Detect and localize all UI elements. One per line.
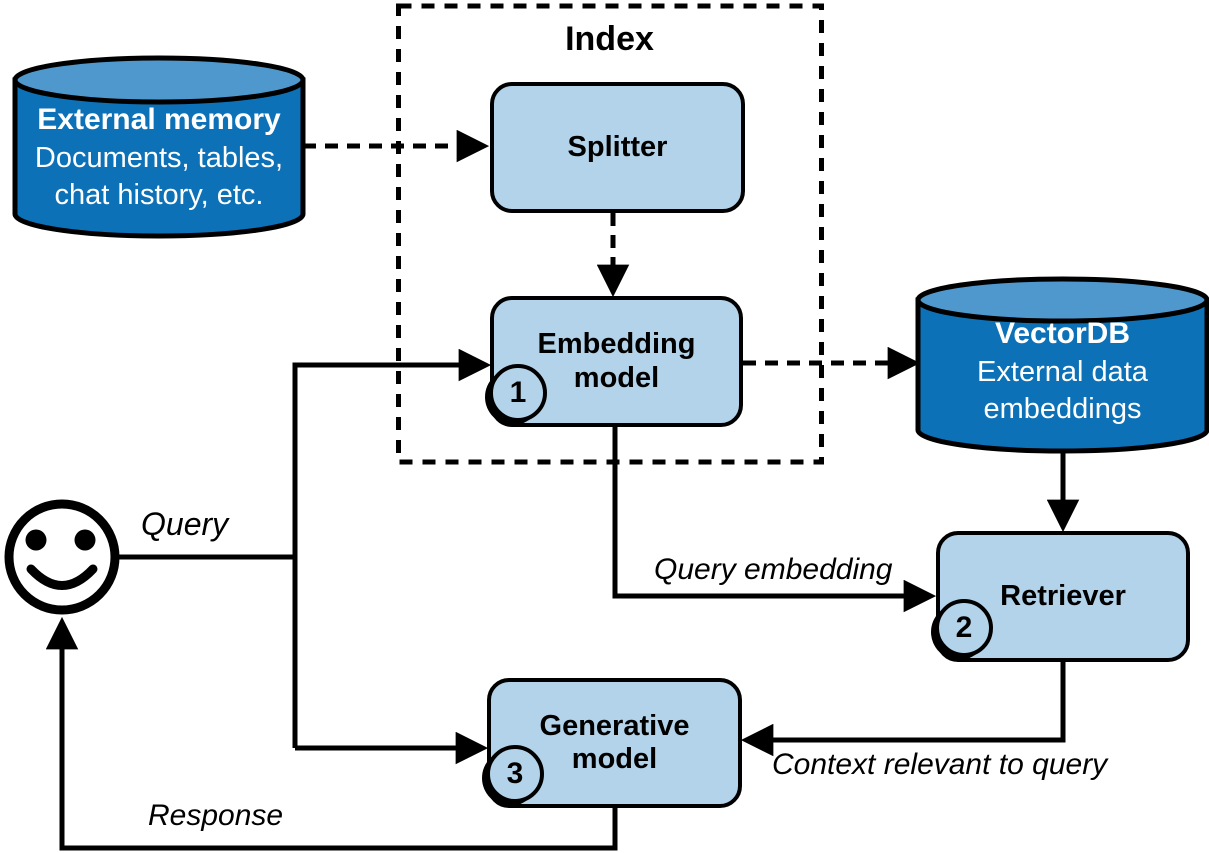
edge-response-to-user — [45, 616, 618, 851]
vectordb-subtitle-2: embeddings — [983, 393, 1142, 425]
vectordb-title: VectorDB — [994, 317, 1131, 350]
splitter-node: Splitter — [490, 82, 745, 213]
query-edge-label: Query — [141, 506, 229, 542]
smiley-user-icon — [4, 499, 120, 615]
vectordb-text: VectorDB External data embeddings — [918, 314, 1207, 428]
vectordb-cylinder-top — [915, 276, 1209, 324]
vectordb-cylinder-body — [915, 297, 1209, 454]
edge-query-embedding-to-retriever — [612, 426, 937, 613]
response-edge-label: Response — [148, 799, 284, 832]
external-memory-subtitle-2: chat history, etc. — [54, 179, 264, 211]
vectordb-cylinder — [915, 276, 1209, 454]
external-memory-cylinder — [12, 55, 306, 239]
retriever-node: Retriever 2 — [935, 531, 1190, 662]
context-edge-label: Context relevant to query — [772, 748, 1108, 781]
edge-retriever-context-to-generative-model — [740, 662, 1066, 757]
external-memory-text: External memory Documents, tables, chat … — [15, 100, 303, 214]
index-group-title: Index — [565, 20, 654, 58]
generative-model-label: Generative model — [539, 709, 690, 775]
step-3-badge: 3 — [486, 745, 544, 803]
vectordb-subtitle-1: External data — [977, 356, 1148, 388]
retriever-label: Retriever — [1000, 579, 1126, 612]
step-2-badge: 2 — [935, 599, 993, 657]
external-memory-cylinder-body — [12, 77, 306, 239]
external-memory-cylinder-top — [12, 55, 306, 105]
index-group-border — [396, 3, 824, 465]
external-memory-subtitle-1: Documents, tables, — [34, 142, 284, 174]
generative-model-node: Generative model 3 — [486, 678, 742, 808]
embedding-model-node: Embedding model 1 — [489, 296, 743, 427]
external-memory-title: External memory — [37, 103, 281, 136]
splitter-label: Splitter — [567, 130, 668, 163]
step-1-badge: 1 — [489, 364, 547, 422]
edge-query-to-embedding-model — [292, 348, 492, 748]
embedding-model-label: Embedding model — [537, 328, 696, 394]
query-embedding-edge-label: Query embedding — [654, 553, 893, 586]
